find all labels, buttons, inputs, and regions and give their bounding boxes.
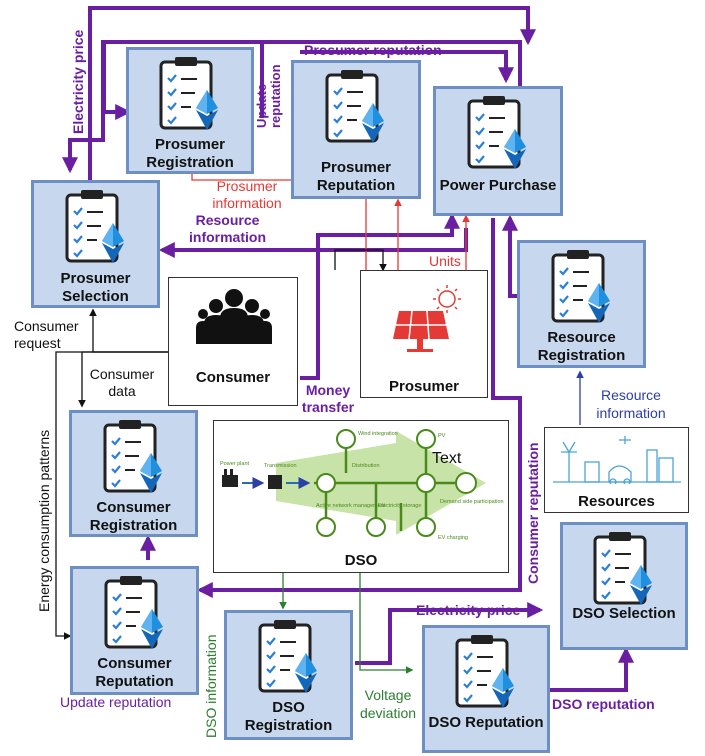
resource-information-left-label: Resource information: [189, 212, 266, 245]
consumer-request-label: Consumer request: [14, 318, 79, 351]
update-reputation-bottom-label: Update reputation: [60, 694, 172, 710]
clipboard-ethereum-icon: [467, 96, 526, 169]
resource-information-right-label: Resource information: [596, 387, 666, 421]
clipboard-ethereum-icon: [103, 420, 162, 493]
pv-text: PV: [438, 433, 446, 439]
prosumer-reputation-edge-label: Prosumer reputation: [304, 42, 442, 58]
dso-label: DSO: [344, 552, 378, 569]
prosumer-information-label: Prosumer information: [212, 178, 282, 211]
people-group-icon: [196, 289, 272, 344]
dso-reputation-node[interactable]: DSO Reputation: [422, 625, 550, 753]
clipboard-ethereum-icon: [325, 70, 384, 143]
dso-selection-label: DSO Selection: [572, 605, 676, 622]
clipboard-ethereum-icon: [551, 250, 610, 323]
power-purchase-node[interactable]: Power Purchase: [433, 86, 563, 216]
prosumer-reputation-label: Prosumer Reputation: [316, 159, 396, 194]
consumer-reputation-label: Consumer Reputation: [95, 655, 174, 690]
clipboard-ethereum-icon: [258, 620, 317, 693]
consumer-label: Consumer: [195, 369, 271, 386]
consumer-data-label: Consumer data: [89, 366, 155, 399]
distribution-text: Distribution: [352, 463, 380, 469]
prosumer-registration-node[interactable]: Prosumer Registration: [126, 47, 254, 174]
resources-illustration-icon: [553, 436, 681, 484]
resource-registration-node[interactable]: Resource Registration: [517, 240, 646, 368]
clipboard-ethereum-icon: [455, 635, 514, 708]
dso-text-overlay: Text: [432, 450, 462, 467]
clipboard-ethereum-icon: [159, 57, 218, 130]
solar-panel-icon: [393, 285, 461, 352]
dso-actor[interactable]: Power plant Transmission Distribution Wi…: [213, 420, 509, 573]
units-label: Units: [429, 253, 461, 269]
electricity-price-bottom-label: Electricity price: [416, 602, 521, 618]
wind-integration-text: Wind integration: [358, 431, 398, 437]
power-purchase-label: Power Purchase: [439, 177, 557, 194]
update-reputation-top-label: Update reputation: [254, 64, 283, 128]
prosumer-actor[interactable]: Prosumer: [360, 270, 488, 398]
dso-reputation-label: DSO Reputation: [428, 714, 544, 731]
power-plant-text: Power plant: [220, 461, 250, 467]
active-network-text: Active network management: [316, 503, 386, 509]
voltage-deviation-label: Voltage deviation: [359, 687, 417, 721]
consumer-actor[interactable]: Consumer: [168, 277, 298, 406]
electricity-price-top-label: Electricity price: [70, 29, 86, 134]
prosumer-selection-node[interactable]: Prosumer Selection: [31, 180, 160, 308]
dso-registration-label: DSO Registration: [244, 699, 333, 734]
resource-registration-label: Resource Registration: [537, 329, 626, 364]
resources-actor[interactable]: Resources: [544, 427, 689, 513]
prosumer-registration-label: Prosumer Registration: [146, 136, 234, 171]
consumer-reputation-node[interactable]: Consumer Reputation: [70, 566, 199, 695]
demand-side-text: Demand side participation: [440, 499, 504, 505]
consumer-registration-node[interactable]: Consumer Registration: [69, 410, 198, 537]
clipboard-ethereum-icon: [104, 576, 163, 649]
dso-reputation-edge-label: DSO reputation: [552, 696, 655, 712]
prosumer-selection-label: Prosumer Selection: [60, 270, 131, 305]
money-transfer-label: Money transfer: [301, 382, 355, 415]
electricity-storage-text: Electricity storage: [378, 503, 421, 509]
ev-charging-text: EV charging: [438, 535, 468, 541]
resources-label: Resources: [578, 493, 655, 510]
transmission-text: Transmission: [264, 463, 297, 469]
energy-consumption-patterns-label: Energy consumption patterns: [36, 429, 52, 612]
prosumer-reputation-node[interactable]: Prosumer Reputation: [291, 60, 421, 199]
dso-information-label: DSO information: [203, 634, 219, 738]
prosumer-label: Prosumer: [388, 378, 460, 395]
clipboard-ethereum-icon: [593, 532, 652, 605]
consumer-reputation-edge-label: Consumer reputation: [525, 442, 541, 584]
clipboard-ethereum-icon: [65, 190, 124, 263]
dso-registration-node[interactable]: DSO Registration: [224, 610, 353, 740]
dso-selection-node[interactable]: DSO Selection: [560, 522, 688, 650]
consumer-registration-label: Consumer Registration: [89, 499, 178, 534]
grid-infrastructure-illustration: Power plant Transmission Distribution Wi…: [220, 429, 504, 541]
